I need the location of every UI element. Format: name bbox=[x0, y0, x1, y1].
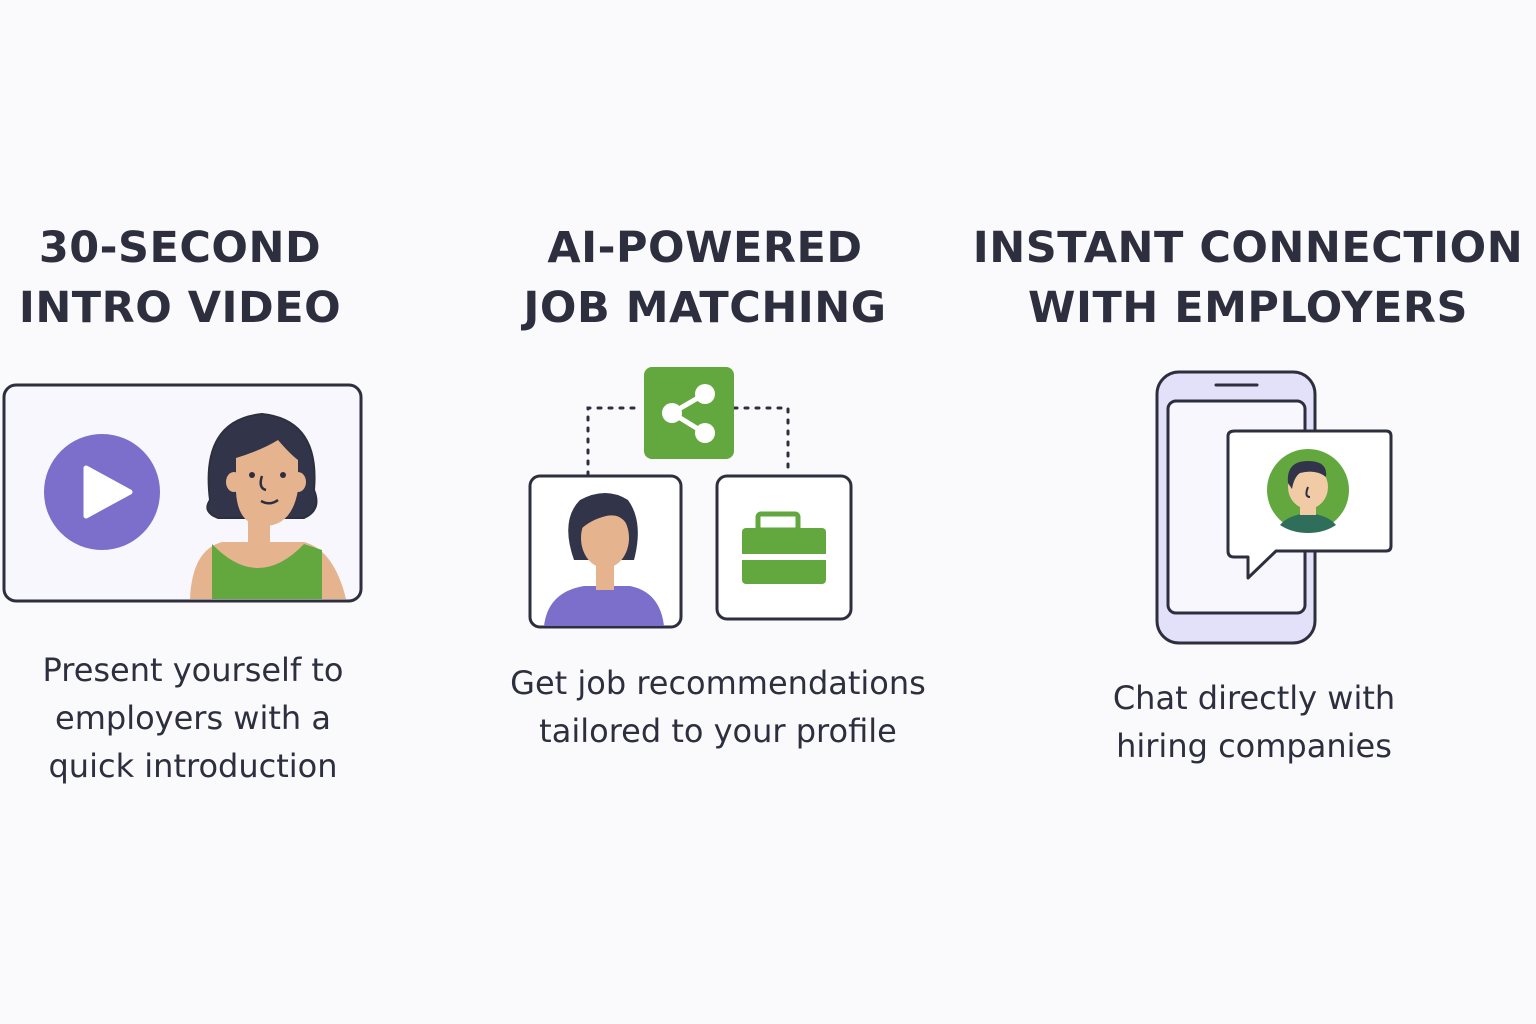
briefcase-icon bbox=[715, 474, 853, 621]
desc-line: tailored to your profile bbox=[539, 712, 897, 750]
title-line: INSTANT CONNECTION bbox=[972, 223, 1524, 273]
feature-title-instant-connection: INSTANT CONNECTION WITH EMPLOYERS bbox=[973, 218, 1523, 338]
feature-desc-job-matching: Get job recommendations tailored to your… bbox=[510, 659, 926, 755]
desc-line: Get job recommendations bbox=[510, 664, 926, 702]
title-line: WITH EMPLOYERS bbox=[1028, 283, 1468, 333]
candidate-profile-icon bbox=[528, 474, 683, 629]
title-line: 30-SECOND bbox=[38, 223, 322, 273]
feature-title-intro-video: 30-SECOND INTRO VIDEO bbox=[19, 218, 341, 338]
share-icon bbox=[644, 367, 734, 459]
chat-bubble-icon[interactable] bbox=[1226, 429, 1393, 580]
desc-line: Chat directly with bbox=[1112, 679, 1396, 717]
desc-line: employers with a bbox=[55, 699, 331, 737]
feature-desc-instant-connection: Chat directly with hiring companies bbox=[1113, 674, 1395, 770]
title-line: AI-POWERED bbox=[547, 223, 863, 273]
woman-avatar-icon bbox=[190, 412, 346, 599]
feature-title-job-matching: AI-POWERED JOB MATCHING bbox=[523, 218, 886, 338]
play-button-icon[interactable] bbox=[44, 434, 160, 550]
desc-line: Present yourself to bbox=[42, 651, 344, 689]
desc-line: hiring companies bbox=[1116, 727, 1392, 765]
title-line: JOB MATCHING bbox=[523, 283, 887, 333]
desc-line: quick introduction bbox=[48, 747, 338, 785]
chat-phone-icon bbox=[1155, 370, 1393, 645]
job-matching-icon bbox=[528, 367, 853, 629]
title-line: INTRO VIDEO bbox=[18, 283, 342, 333]
feature-desc-intro-video: Present yourself to employers with a qui… bbox=[43, 646, 344, 790]
video-intro-icon bbox=[2, 383, 363, 603]
